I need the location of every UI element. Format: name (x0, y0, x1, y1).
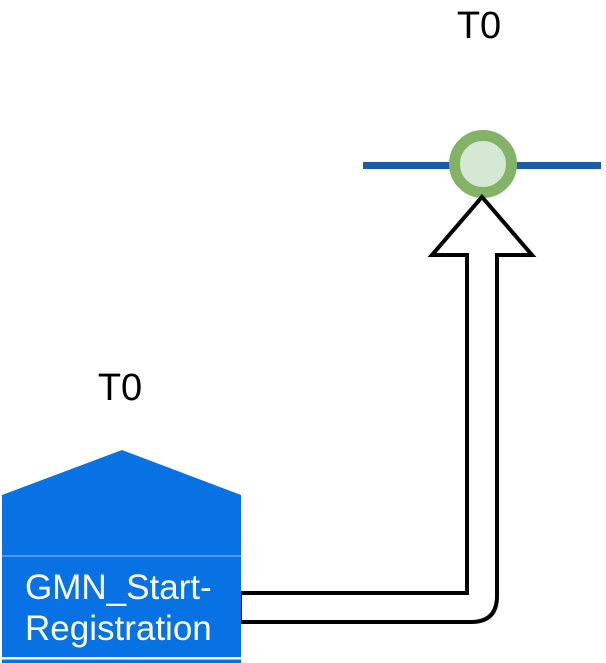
t0-bottom-label: T0 (97, 367, 143, 409)
start-node-label-line2: Registration (25, 609, 212, 648)
start-node-shape[interactable] (2, 450, 241, 657)
hollow-arrow-connector[interactable] (238, 193, 537, 624)
cropped-node-strip (2, 659, 241, 663)
start-node-label: GMN_Start- Registration (25, 567, 212, 649)
start-node-label-line1: GMN_Start- (25, 568, 212, 607)
place-node-circle[interactable] (449, 130, 517, 198)
t0-top-label: T0 (456, 5, 502, 47)
